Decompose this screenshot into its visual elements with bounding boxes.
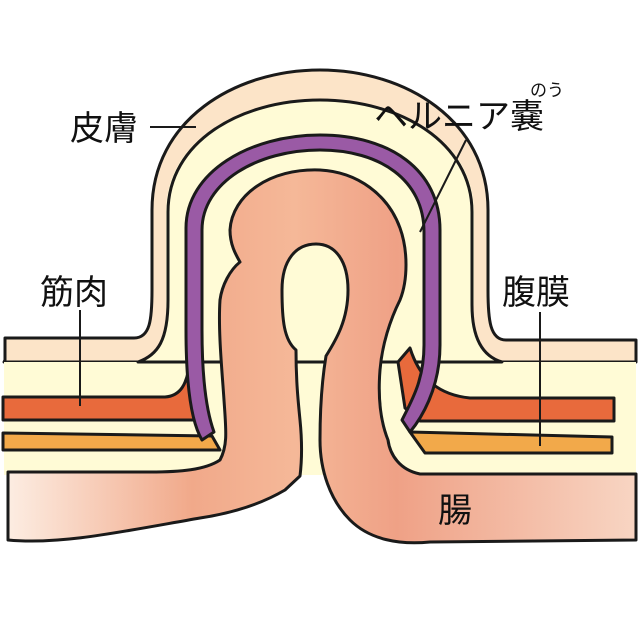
hernia-sac-ruby: のう xyxy=(530,81,564,101)
peritoneum-left xyxy=(1,431,222,452)
hernia-sac-leader xyxy=(419,139,467,233)
muscle-label: 筋肉 xyxy=(40,273,108,313)
intestine xyxy=(6,168,638,545)
peritoneum-label: 腹膜 xyxy=(502,273,570,313)
hernia-sac-label: ヘルニア嚢 xyxy=(374,97,544,137)
skin-label: 皮膚 xyxy=(70,109,138,149)
hernia-sac xyxy=(184,133,442,442)
peritoneum-right xyxy=(408,430,614,455)
intestine-label: 腸 xyxy=(438,491,472,531)
